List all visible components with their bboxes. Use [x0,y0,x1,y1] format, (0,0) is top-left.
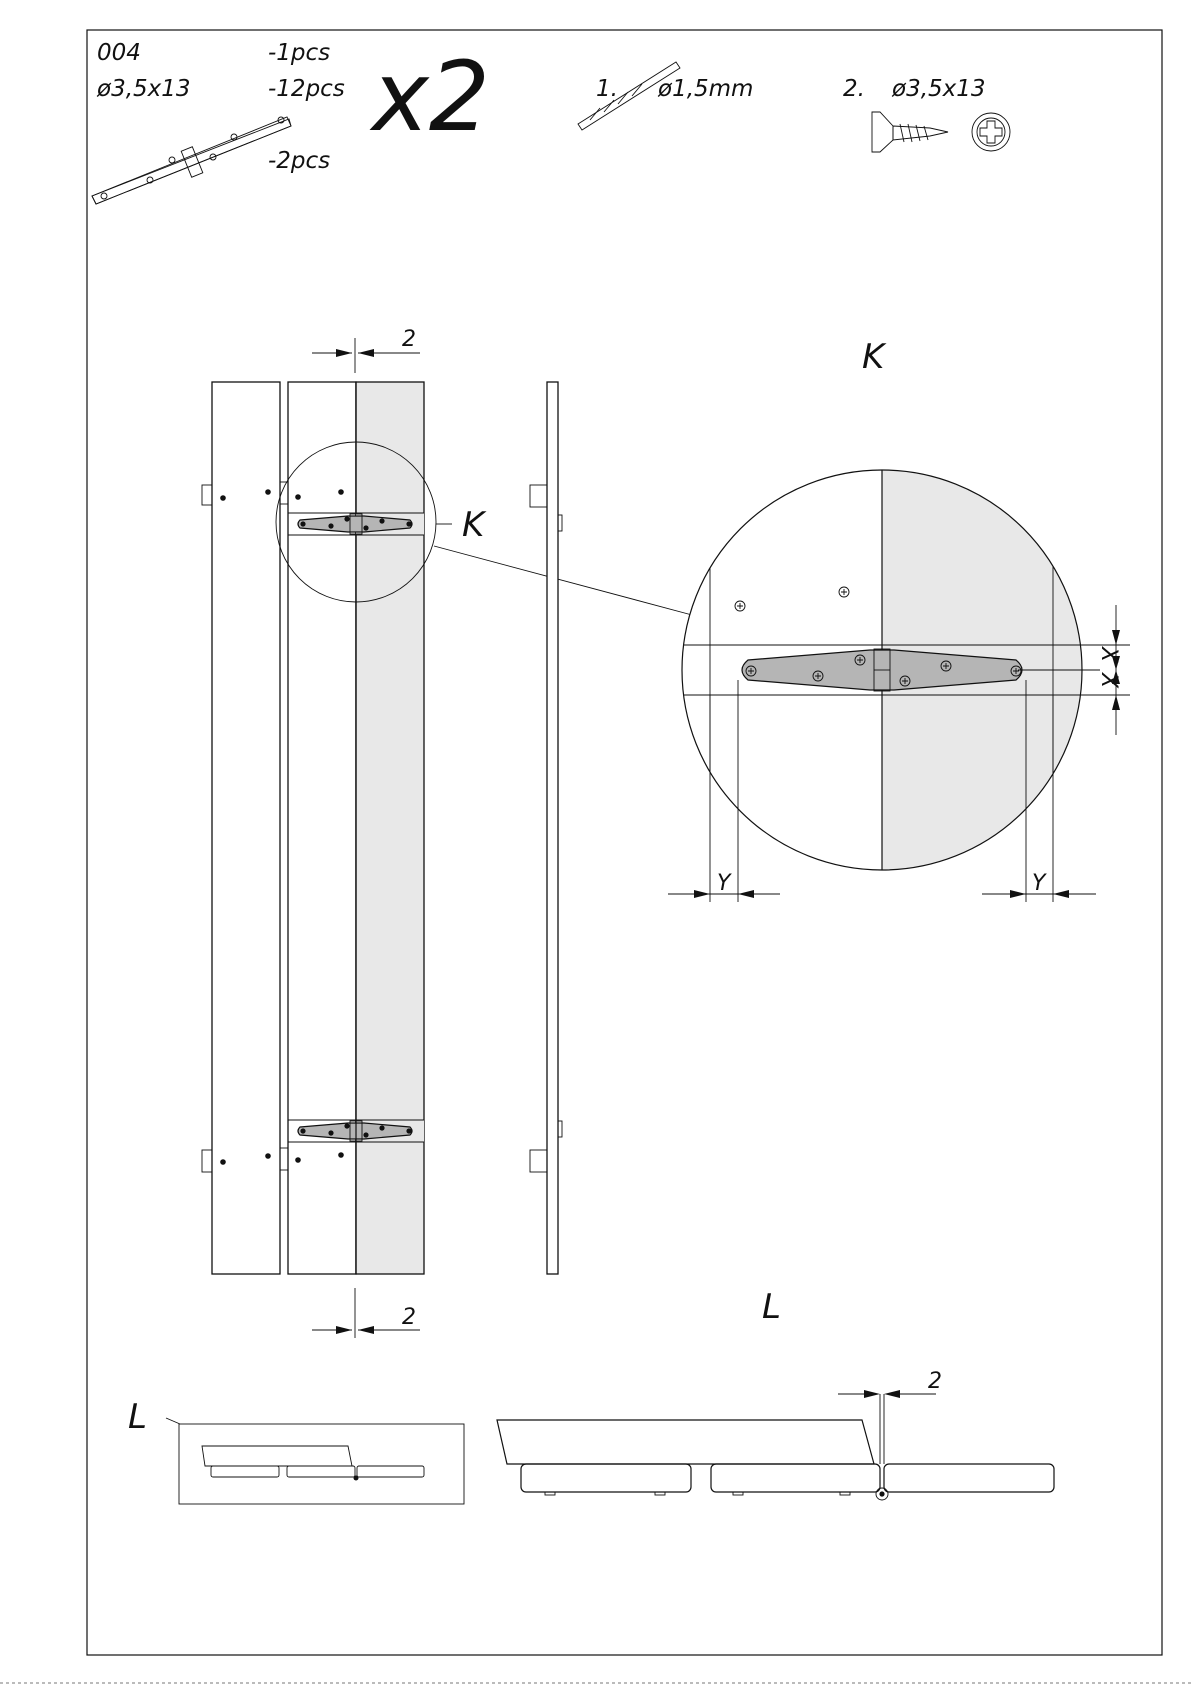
y-offset-label-left: Y [717,871,732,896]
detail-l-callout-label: L [128,1397,147,1437]
x-offset-label: X [1096,646,1121,663]
edge-board [547,382,558,1274]
phillips-head-icon [972,113,1010,151]
part-code: 004 [97,40,141,66]
pilot-hole [338,489,344,495]
qty-hinges: -2pcs [268,148,330,174]
pilot-hole [265,1153,271,1159]
left-board-clip-bottom [280,1148,288,1170]
gap-dimension-detail-l [838,1390,936,1398]
pilot-hole [265,489,271,495]
y-offset-label-right: Y [1032,871,1047,896]
left-hinge-knuckle-bottom [202,1150,212,1172]
detail-l-small-section [179,1424,464,1504]
detail-l-leader [166,1418,180,1424]
left-board [212,382,280,1274]
edge-hinge-knuckle-bottom [530,1150,547,1172]
pilot-hole [295,494,301,500]
screw-size-label: ø3,5x13 [891,76,986,102]
screw-spec-label: ø3,5x13 [96,76,191,102]
screw-step-number: 2. [843,76,865,102]
pilot-hole [220,495,226,501]
detail-k-title: K [862,337,887,377]
strap-hinge-icon [92,117,291,204]
detail-l-title: L [762,1287,781,1327]
gap-value-top: 2 [402,327,416,352]
detail-k-callout-label: K [462,505,487,545]
gap-value-bottom: 2 [402,1305,416,1330]
countersunk-screw-icon [872,112,948,152]
drill-step-number: 1. [596,76,618,102]
pilot-hole [220,1159,226,1165]
left-hinge-knuckle-top [202,485,212,505]
qty-screws: -12pcs [268,76,345,102]
pilot-hole [338,1152,344,1158]
pilot-hole [295,1157,301,1163]
gap-value-detail-l: 2 [928,1369,942,1394]
drill-size-label: ø1,5mm [657,76,753,102]
detail-l-large-section [497,1394,1054,1500]
x-offset-label: X [1096,672,1121,689]
quantity-multiplier: x2 [369,41,490,153]
detail-k-connector [434,546,692,615]
edge-hinge-knuckle-top [530,485,547,507]
qty-hinge-pack: -1pcs [268,40,330,66]
